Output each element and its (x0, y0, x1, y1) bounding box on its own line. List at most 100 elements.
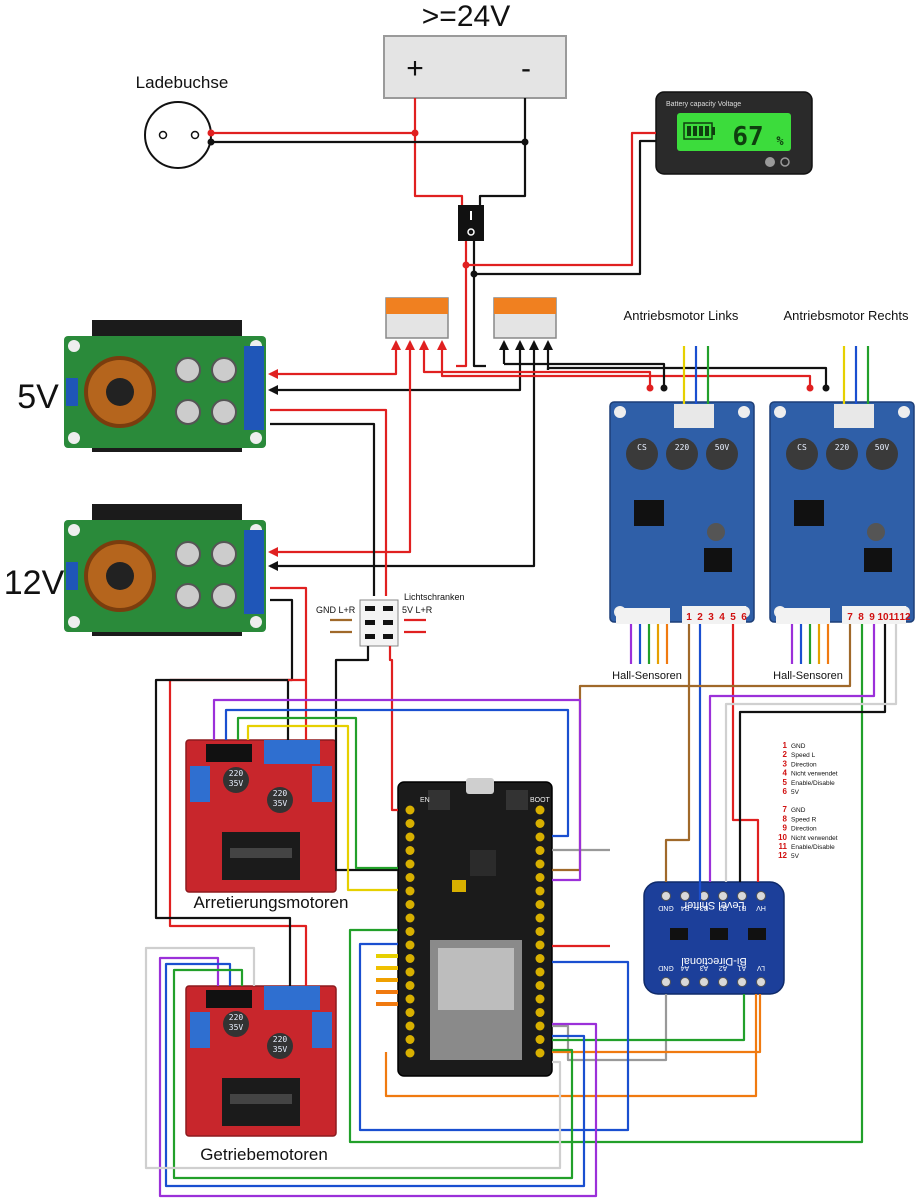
esp-pin-right (535, 1021, 545, 1031)
gear-motor-driver: 220 35V 220 35V (185, 985, 337, 1137)
cap-l3-text: 50V (715, 443, 730, 452)
light-barrier-connector: Lichtschranken GND L+R 5V L+R (316, 592, 465, 647)
ls-bottom-label: LV (757, 964, 765, 971)
left-driver-pin-6: 6 (741, 612, 747, 623)
battery: >=24V + - (383, 0, 567, 99)
esp-pin-left (405, 967, 415, 977)
esp-blue-loop (358, 942, 630, 1132)
ls-top-pin (718, 891, 728, 901)
level-shifter-title-1: Bi-Directional (681, 955, 746, 967)
legend-number-5: 5 (783, 778, 788, 787)
locking-cap2-text: 220 (273, 789, 288, 798)
esp-pin-right (535, 859, 545, 869)
wire-junction (207, 138, 215, 146)
charge-socket-body (144, 101, 212, 169)
level-shifter-title-2: Level Shifter (683, 899, 744, 911)
esp-pin-left (405, 994, 415, 1004)
locking-motors-label: Arretierungsmotoren (194, 893, 349, 912)
ls-bottom-label: GND (658, 964, 674, 971)
esp-gear-grey (144, 946, 562, 1170)
esp-gear-green (172, 968, 574, 1180)
cap-r2-text: 220 (835, 443, 850, 452)
buck5-in-plus-wire (268, 369, 398, 379)
left-5v-to-ls (731, 624, 760, 882)
esp-pin-left (405, 832, 415, 842)
ls-top-pin (680, 891, 690, 901)
legend-text-1: GND (791, 743, 806, 750)
ls-top-label: B4 (681, 904, 690, 911)
battery-minus-to-switch-wire (478, 98, 527, 205)
driver-left-plus-wire (422, 370, 652, 390)
right-driver-pin-10: 10 (877, 612, 889, 623)
motor-driver-left: CS 220 50V (609, 401, 755, 624)
esp-gear-blue (164, 962, 586, 1188)
wire-junction (646, 384, 654, 392)
legend-text-6: 5V (791, 789, 800, 796)
esp-pin-left (405, 1021, 415, 1031)
v5-out-minus-wire (270, 422, 376, 596)
esp-pin-left (405, 1048, 415, 1058)
esp-pin-left (405, 1035, 415, 1044)
ls-top-label: B2 (719, 904, 728, 911)
ls-top-label: GND (658, 904, 674, 911)
battery-meter-bars (683, 122, 715, 140)
gnd-lr-label: GND L+R (316, 605, 356, 615)
gear-cap2-text: 220 (273, 1035, 288, 1044)
esp-pin-left (405, 981, 415, 990)
ls-bottom-pin (699, 977, 709, 987)
ls-bottom-pin (680, 977, 690, 987)
esp-gear-purple (158, 956, 598, 1198)
right-dir-to-ls (708, 624, 876, 882)
motor-driver-right: CS 220 50V (769, 401, 915, 624)
legend-text-8: Speed R (791, 816, 817, 823)
legend-number-6: 6 (783, 787, 788, 796)
esp-pin-right (535, 967, 545, 977)
v5-out-plus-wire (270, 408, 388, 596)
right-driver-pin-12: 12 (899, 612, 911, 623)
v12-to-gear-minus (154, 678, 292, 986)
ls-top-label: B1 (738, 904, 747, 911)
esp-pin-right (535, 846, 545, 855)
main-switch (458, 205, 484, 241)
esp-pin-left (405, 805, 415, 815)
wire-junction (411, 129, 419, 137)
battery-meter-button-icon (765, 157, 775, 167)
locking-cap1-text2: 35V (229, 779, 244, 788)
cap-l2-text: 220 (675, 443, 690, 452)
buck12-in-plus-wire (268, 370, 412, 557)
battery-plus-to-switch-wire (413, 98, 464, 205)
locking-cap1-text: 220 (229, 769, 244, 778)
locking-cap2-text2: 35V (273, 799, 288, 808)
esp-to-ls-a2 (552, 994, 746, 1042)
legend-text-9: Direction (791, 826, 817, 833)
esp-pin-left (405, 940, 415, 950)
buck-converter-5v: 5V (17, 320, 266, 452)
esp-pin-left (405, 886, 415, 896)
locking-motor-driver: 220 35V 220 35V (185, 739, 337, 893)
ls-bottom-label: A1 (738, 964, 747, 971)
gear-cap1-text2: 35V (229, 1023, 244, 1032)
motor-left-label: Antriebsmotor Links (624, 308, 739, 323)
esp-pin-left (405, 1008, 415, 1017)
charge-socket-pin-left (158, 130, 168, 140)
v5-lr-label: 5V L+R (402, 605, 433, 615)
esp-pin-left (405, 873, 415, 882)
gear-motors-label: Getriebemotoren (200, 1145, 328, 1164)
esp-locking-purple (212, 698, 582, 882)
hall-left-label: Hall-Sensoren (612, 670, 682, 682)
legend-text-11: Enable/Disable (791, 844, 835, 851)
battery-meter-refresh-icon (780, 157, 790, 167)
esp-pin-left (405, 927, 415, 936)
battery-meter-percent-sign: % (776, 134, 784, 148)
esp-pin-right (535, 981, 545, 990)
esp-pin-right (535, 873, 545, 882)
right-driver-pin-11: 11 (889, 612, 900, 623)
ls-bottom-label: A2 (719, 964, 728, 971)
wire-junction (207, 129, 215, 137)
battery-minus-label: - (521, 52, 531, 85)
legend-text-12: 5V (791, 853, 800, 860)
esp-pin-right (535, 927, 545, 936)
hall-right-label: Hall-Sensoren (773, 670, 843, 682)
